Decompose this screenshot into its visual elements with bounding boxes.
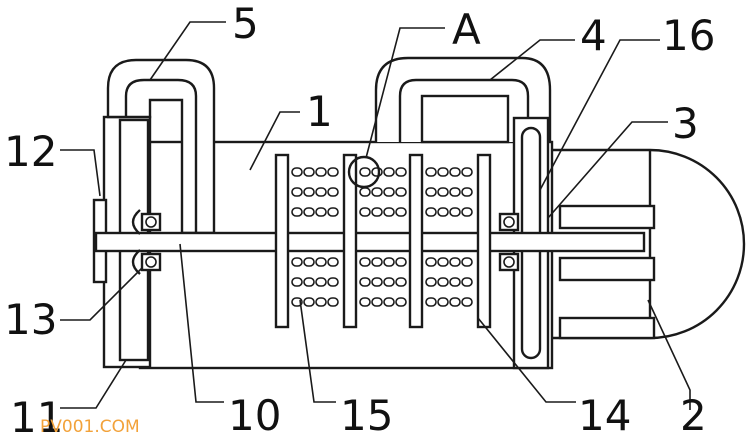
chain-link	[371, 277, 383, 287]
label-13: 13	[4, 295, 57, 344]
label-12: 12	[4, 127, 57, 176]
chain-link	[327, 207, 339, 217]
right-pipe	[374, 56, 552, 144]
chain-link	[461, 297, 473, 307]
chain-link	[461, 257, 473, 267]
chain-link	[303, 277, 315, 287]
chain-link	[461, 277, 473, 287]
chain-link	[315, 277, 327, 287]
chain-link	[359, 257, 371, 267]
chain-link	[315, 187, 327, 197]
chain-link	[449, 187, 461, 197]
label-14: 14	[578, 391, 631, 440]
chain-link	[425, 207, 437, 217]
chain-link	[303, 167, 315, 177]
chain-link	[291, 187, 303, 197]
chain-link	[303, 257, 315, 267]
chain-link	[449, 167, 461, 177]
chain-link	[437, 277, 449, 287]
chain-link	[383, 277, 395, 287]
chain-link	[371, 297, 383, 307]
chain-link	[395, 207, 407, 217]
chain-link	[437, 207, 449, 217]
chain-link	[395, 297, 407, 307]
chain-link	[291, 167, 303, 177]
label-2: 2	[680, 391, 707, 440]
chain-link	[425, 167, 437, 177]
chain-link	[291, 277, 303, 287]
chain-link	[327, 167, 339, 177]
label-5: 5	[232, 0, 259, 48]
chain-link	[359, 167, 371, 177]
chain-link	[383, 167, 395, 177]
chain-link	[327, 187, 339, 197]
chain-link	[425, 277, 437, 287]
chain-link	[395, 167, 407, 177]
chain-link	[437, 297, 449, 307]
chain-link	[291, 207, 303, 217]
label-16: 16	[662, 11, 715, 60]
chain-link	[461, 207, 473, 217]
chain-link	[449, 257, 461, 267]
chain-link	[291, 297, 303, 307]
chain-link	[449, 277, 461, 287]
chain-link	[291, 257, 303, 267]
chain-link	[371, 257, 383, 267]
chain-link	[371, 167, 383, 177]
bearings	[131, 209, 520, 275]
chain-link	[315, 207, 327, 217]
chain-link	[371, 187, 383, 197]
chain-link	[383, 207, 395, 217]
chain-link	[315, 167, 327, 177]
chain-link	[437, 167, 449, 177]
leader-lines	[60, 21, 691, 410]
chain-link	[383, 297, 395, 307]
chain-link	[359, 207, 371, 217]
chain-link	[395, 277, 407, 287]
chain-link	[327, 297, 339, 307]
chain-link	[303, 297, 315, 307]
chain-link	[315, 257, 327, 267]
chain-link	[449, 297, 461, 307]
chain-link	[383, 187, 395, 197]
shaft	[94, 231, 646, 253]
chain-link	[327, 257, 339, 267]
chain-link	[437, 257, 449, 267]
watermark: PV001.COM	[40, 417, 140, 437]
chain-link	[395, 257, 407, 267]
chain-link	[303, 187, 315, 197]
blade-plates	[274, 153, 492, 329]
chain-link	[303, 207, 315, 217]
label-3: 3	[672, 99, 699, 148]
chain-link	[327, 277, 339, 287]
label-a: A	[452, 5, 481, 54]
label-1: 1	[306, 87, 333, 136]
chain-link	[359, 297, 371, 307]
chain-link	[383, 257, 395, 267]
label-15: 15	[340, 391, 393, 440]
chain-link	[359, 277, 371, 287]
chain-link	[425, 297, 437, 307]
chain-link	[425, 257, 437, 267]
chain-link	[437, 187, 449, 197]
label-10: 10	[228, 391, 281, 440]
chain-link	[371, 207, 383, 217]
chain-links	[291, 167, 473, 307]
chain-link	[315, 297, 327, 307]
chain-link	[461, 167, 473, 177]
chain-link	[395, 187, 407, 197]
detail-circle-a	[347, 155, 381, 189]
label-4: 4	[580, 11, 607, 60]
chain-link	[425, 187, 437, 197]
chain-link	[449, 207, 461, 217]
chain-link	[461, 187, 473, 197]
motor-housing	[546, 148, 746, 340]
label-11: 11	[10, 393, 63, 442]
